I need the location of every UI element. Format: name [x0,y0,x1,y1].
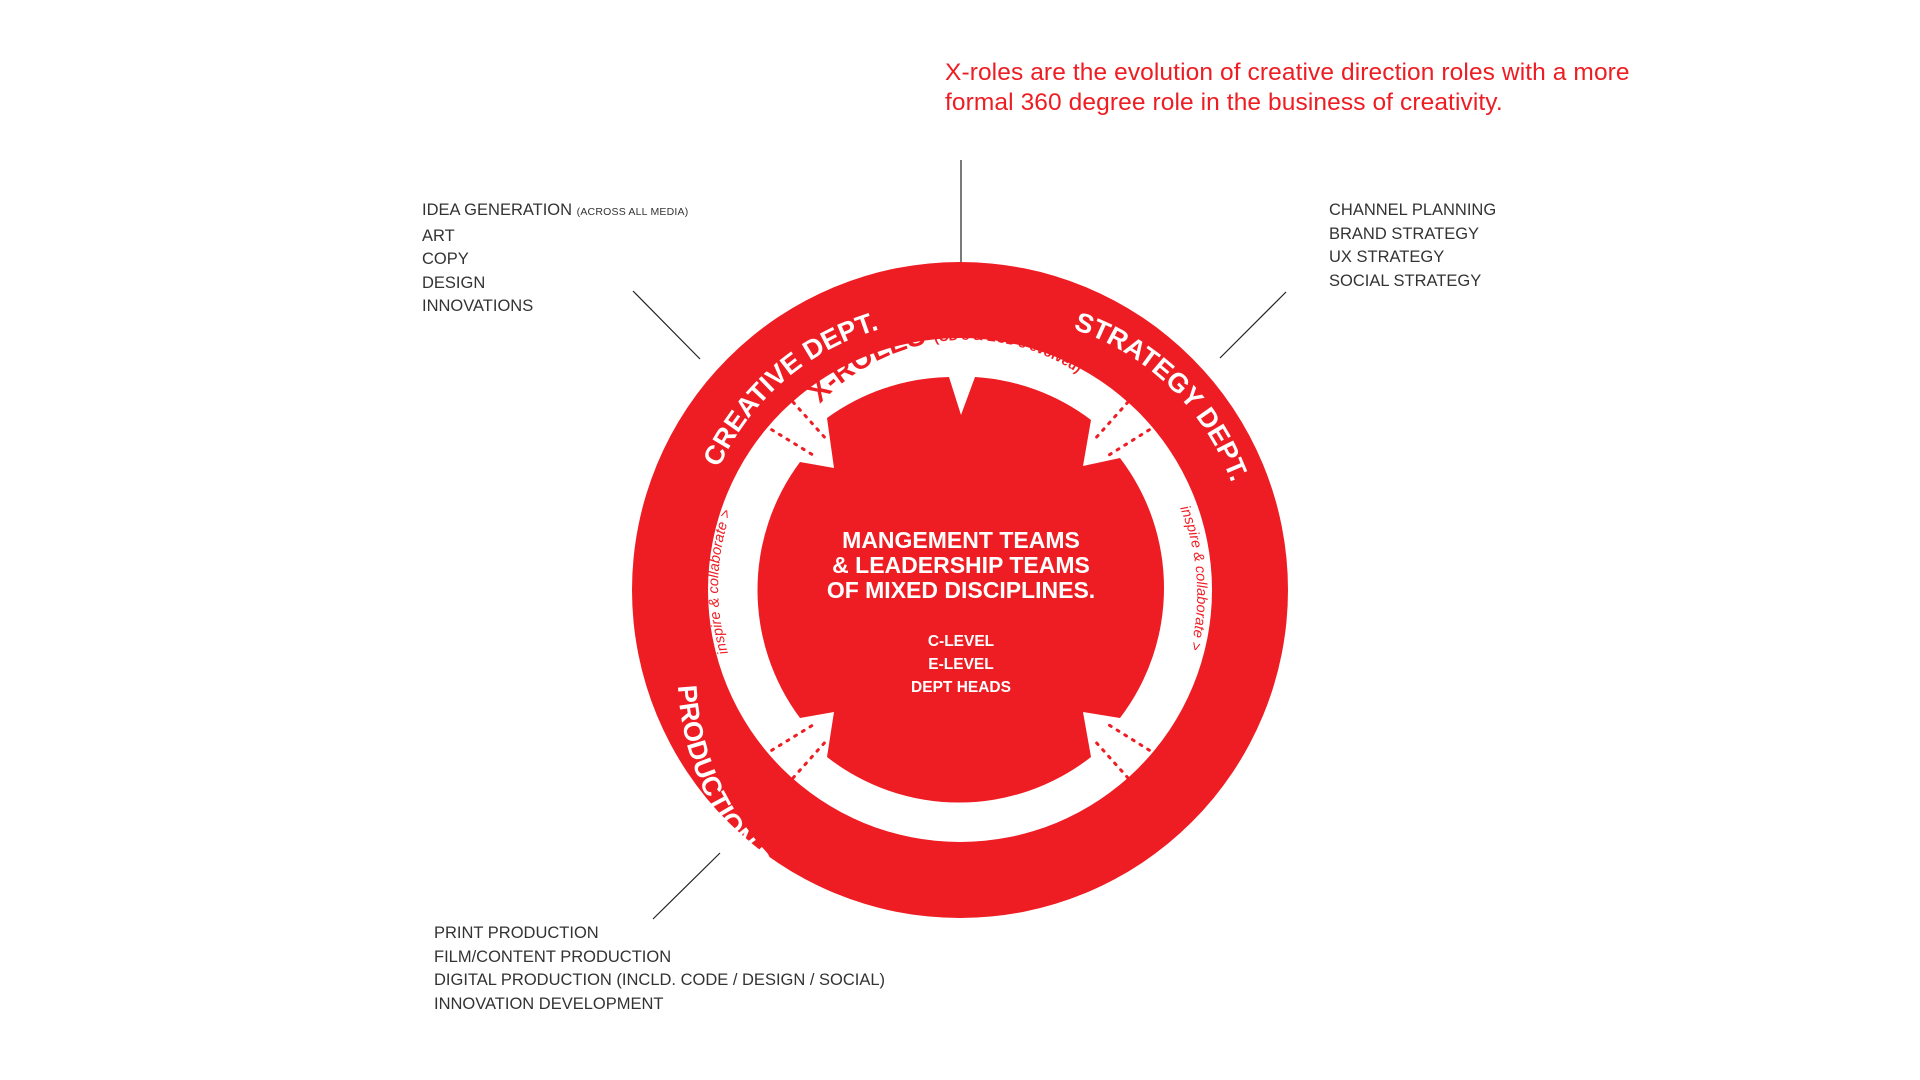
connector-line-creative [632,290,701,360]
list-item: COPY [422,250,469,268]
list-item-note: (ACROSS ALL MEDIA) [576,206,689,218]
strategy-dept-list: CHANNEL PLANNING BRAND STRATEGY UX STRAT… [1329,199,1496,293]
connector-line-strategy [1219,291,1287,359]
center-sub-line-2: E-LEVEL [928,656,993,673]
list-item: DESIGN [422,273,486,292]
dotted-arrows [762,400,1159,780]
production-dept-list: PRINT PRODUCTION FILM/CONTENT PRODUCTION… [434,922,885,1016]
list-item: SOCIAL STRATEGY [1329,271,1482,290]
center-title-line-2: & LEADERSHIP TEAMS [832,552,1090,578]
caption-line-1: X-roles are the evolution of creative di… [945,59,1630,86]
list-item: CHANNEL PLANNING [1329,201,1497,219]
list-item: IDEA GENERATION (ACROSS ALL MEDIA) [422,201,689,219]
list-item: FILM/CONTENT PRODUCTION [434,947,672,966]
caption: X-roles are the evolution of creative di… [945,58,1705,118]
center-title-line-3: OF MIXED DISCIPLINES. [827,577,1095,603]
list-item: INNOVATION DEVELOPMENT [434,994,664,1013]
caption-line-2: formal 360 degree role in the business o… [945,89,1503,116]
list-item: INNOVATIONS [422,297,534,315]
list-item: UX STRATEGY [1329,248,1445,266]
center-title-line-1: MANGEMENT TEAMS [842,527,1080,553]
list-item: PRINT PRODUCTION [434,924,599,942]
center-sub-line-1: C-LEVEL [928,633,994,650]
list-item: BRAND STRATEGY [1329,224,1480,243]
list-item: DIGITAL PRODUCTION (INCLD. CODE / DESIGN… [434,971,886,989]
creative-dept-list: IDEA GENERATION (ACROSS ALL MEDIA) ART C… [422,199,688,319]
center-sub-line-3: DEPT HEADS [911,679,1011,696]
list-item: ART [422,226,455,245]
center-shape [757,377,1165,803]
connector-line-production [652,852,721,920]
